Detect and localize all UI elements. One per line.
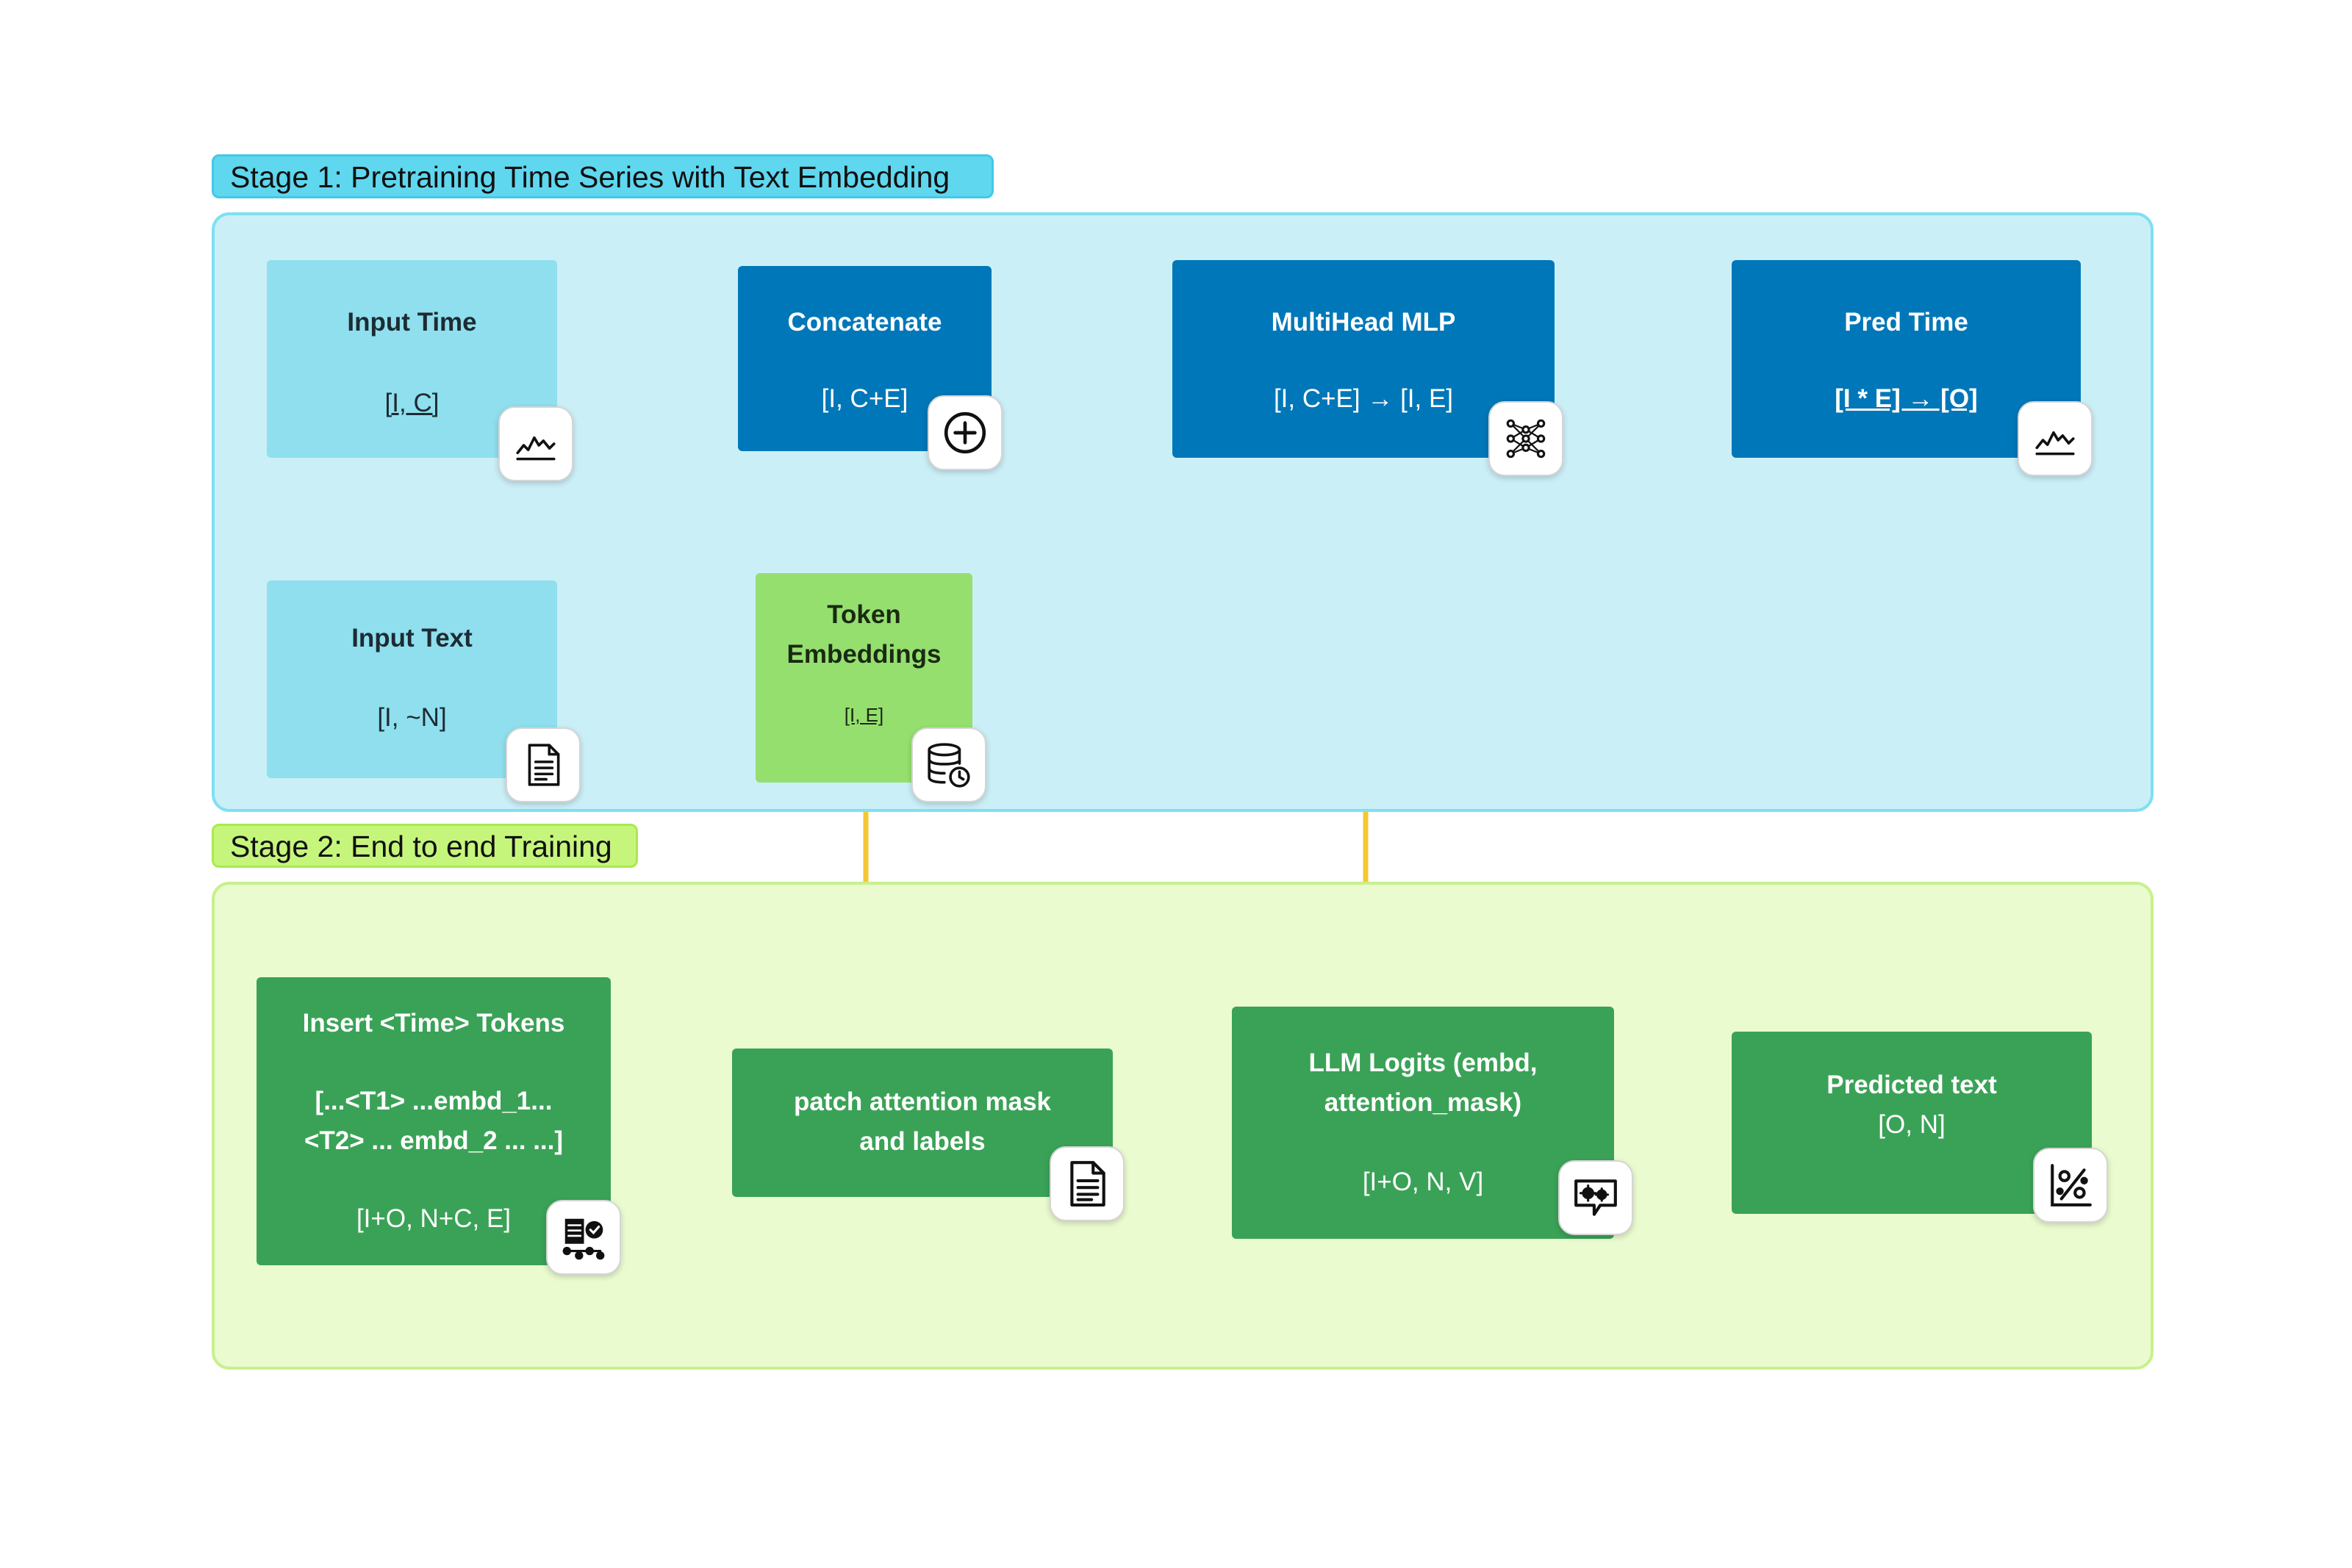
llm-logits-icon-badge [1558,1160,1633,1235]
database-clock-icon [928,743,970,788]
concatenate-icon-badge [928,395,1003,470]
concatenate-title: Concatenate [787,308,942,337]
predicted-text-icon-badge [2033,1148,2108,1223]
predicted-text-title: Predicted text [1826,1071,1997,1099]
input-text-title: Input Text [351,624,473,652]
input-text-icon-badge [506,727,581,802]
insert-time-tokens-line2: <T2> ... embd_2 ... ...] [304,1126,564,1155]
insert-time-tokens-shape: [I+O, N+C, E] [356,1204,512,1233]
insert-time-tokens-line1: [...<T1> ...embd_1... [315,1087,553,1115]
llm-logits-line1: LLM Logits (embd, [1308,1049,1538,1077]
document-icon [1070,1161,1105,1206]
concatenate-box[interactable]: Concatenate [I, C+E] [738,266,992,451]
document-icon [528,744,560,786]
stage1-label: Stage 1: Pretraining Time Series with Te… [212,154,994,198]
patch-attention-line2: and labels [859,1127,986,1156]
input-time-shape: [I, C] [384,389,440,417]
token-embeddings-title-line2: Embeddings [786,640,942,669]
pred-time-shape: [I * E] → [O] [1835,384,1978,413]
input-time-title: Input Time [347,308,477,337]
insert-time-tokens-icon-badge [546,1200,621,1275]
predicted-text-box[interactable]: Predicted text [O, N] [1732,1032,2092,1214]
llm-logits-line2: attention_mask) [1324,1088,1522,1117]
concatenate-shape: [I, C+E] [821,384,908,413]
patch-attention-line1: patch attention mask [793,1087,1052,1116]
llm-logits-shape: [I+O, N, V] [1362,1168,1484,1196]
chat-gears-icon [1574,1179,1617,1216]
multihead-mlp-shape: [I, C+E] → [I, E] [1273,384,1454,413]
input-text-shape: [I, ~N] [377,703,447,732]
multihead-mlp-icon-badge [1488,401,1563,476]
percent-chart-icon [2051,1164,2092,1206]
stage2-label: Stage 2: End to end Training [212,824,638,868]
pred-time-title: Pred Time [1844,308,1968,337]
llm-logits-box[interactable]: LLM Logits (embd, attention_mask) [I+O, … [1232,1007,1614,1239]
document-pipeline-icon [562,1218,605,1260]
multihead-mlp-title: MultiHead MLP [1271,308,1456,337]
input-time-icon-badge [498,406,573,481]
patch-attention-icon-badge [1050,1146,1125,1221]
insert-time-tokens-title: Insert <Time> Tokens [302,1009,565,1037]
token-embeddings-shape: [I, E] [844,704,884,726]
token-embeddings-title-line1: Token [827,600,901,629]
line-chart-icon [516,436,556,461]
neural-network-icon [1506,419,1546,458]
predicted-text-shape: [O, N] [1878,1110,1946,1139]
pred-time-icon-badge [2018,401,2093,476]
patch-attention-box[interactable]: patch attention mask and labels [732,1049,1113,1197]
line-chart-icon [2035,431,2075,456]
token-embeddings-icon-badge [911,727,986,802]
plus-circle-icon [944,411,986,454]
